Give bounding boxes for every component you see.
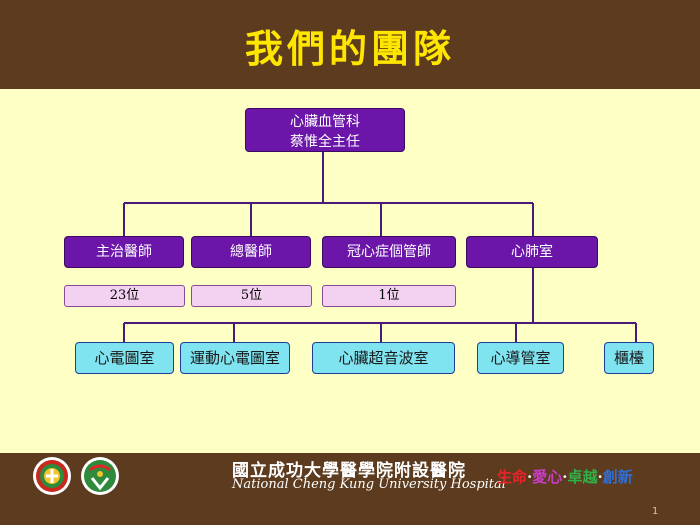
slogan-dot: · (597, 468, 603, 486)
root-director-name: 蔡惟全主任 (290, 134, 360, 150)
slogan-dot: · (527, 468, 533, 486)
slogan-love: 愛心 (532, 468, 563, 486)
sub-counter: 櫃檯 (604, 342, 654, 374)
root-dept-name: 心臟血管科 (290, 114, 360, 130)
slogan-dot: · (562, 468, 568, 486)
dept-cardiopulmonary: 心肺室 (466, 236, 598, 268)
hospital-slogan: 生命·愛心·卓越·創新 (497, 466, 633, 487)
case-manager-count: 1位 (322, 285, 456, 307)
dept-attending: 主治醫師 (64, 236, 184, 268)
slogan-life: 生命 (497, 468, 528, 486)
dept-case-manager: 冠心症個管師 (322, 236, 456, 268)
page-number: 1 (652, 506, 659, 517)
sub-exercise-ecg-room: 運動心電圖室 (180, 342, 290, 374)
dept-chief-resident: 總醫師 (191, 236, 311, 268)
chief-resident-count: 5位 (191, 285, 312, 307)
hospital-name-english: National Cheng Kung University Hospital (232, 477, 506, 492)
root-node: 心臟血管科 蔡惟全主任 (245, 108, 405, 152)
hospital-name-chinese: 國立成功大學醫學院附設醫院 (232, 461, 466, 481)
slogan-excellence: 卓越 (567, 468, 598, 486)
sub-ecg-room: 心電圖室 (75, 342, 174, 374)
attending-count: 23位 (64, 285, 185, 307)
hospital-seal-logo-icon (33, 457, 71, 495)
hospital-emblem-logo-icon (81, 457, 119, 495)
page-title: 我們的團隊 (244, 26, 455, 71)
sub-cath-lab: 心導管室 (477, 342, 564, 374)
sub-echo-room: 心臟超音波室 (312, 342, 455, 374)
slogan-innovation: 創新 (602, 468, 633, 486)
footer-bar (0, 453, 700, 525)
header-bar (0, 0, 700, 89)
